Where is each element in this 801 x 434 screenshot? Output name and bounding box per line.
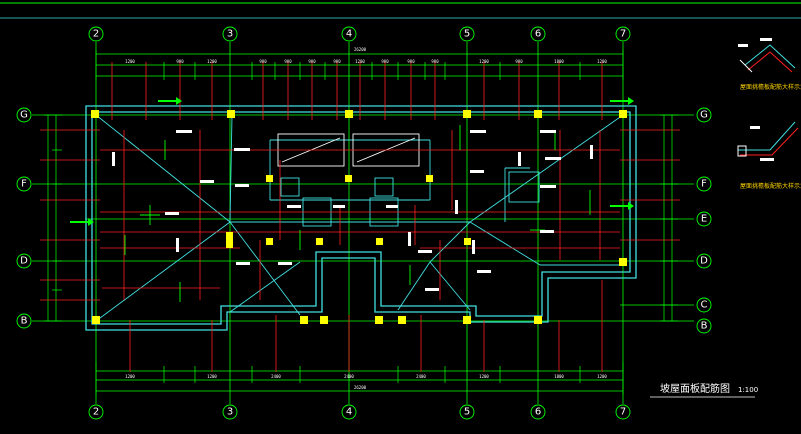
svg-text:1800: 1800	[554, 59, 564, 64]
svg-text:1800: 1800	[554, 374, 564, 379]
grid-lines-vertical	[95, 42, 624, 404]
svg-text:1200: 1200	[479, 59, 489, 64]
svg-text:1200: 1200	[597, 374, 607, 379]
svg-text:1200: 1200	[597, 59, 607, 64]
grid-bubbles-right	[696, 107, 712, 334]
eave-detail-2	[737, 121, 799, 161]
grid-label-left-B: B	[21, 316, 28, 327]
grid-bubbles-left	[16, 107, 32, 329]
grid-label-top-6: 6	[535, 29, 541, 40]
grid-label-right-D: D	[700, 256, 708, 267]
grid-label-left-G: G	[20, 110, 28, 121]
overall-dimension-top: 26200	[354, 47, 367, 52]
svg-text:2400: 2400	[416, 374, 426, 379]
support-marks	[124, 125, 591, 302]
roof-ridge-lines	[95, 114, 624, 322]
svg-text:900: 900	[176, 59, 184, 64]
svg-text:1200: 1200	[207, 59, 217, 64]
eave-detail-1-caption: 屋面挑檐板配筋大样示意	[740, 83, 801, 91]
svg-text:900: 900	[308, 59, 316, 64]
grid-label-top-3: 3	[227, 29, 233, 40]
svg-text:900: 900	[515, 59, 523, 64]
grid-label-bottom-5: 5	[464, 407, 470, 418]
dimension-chain-bottom	[95, 362, 624, 395]
grid-label-right-B: B	[701, 321, 708, 332]
svg-text:1200: 1200	[207, 374, 217, 379]
svg-text:1200: 1200	[479, 374, 489, 379]
grid-label-top-5: 5	[464, 29, 470, 40]
rebar-lines	[100, 130, 620, 300]
grid-label-left-D: D	[20, 256, 28, 267]
svg-text:2400: 2400	[344, 374, 354, 379]
slope-arrows	[70, 97, 634, 226]
grid-label-top-4: 4	[346, 29, 352, 40]
bottom-tick-labels: 1200 1200 2400 2400 2400 1200 1800 1200	[125, 374, 607, 379]
overall-dimension-bottom: 26200	[354, 385, 367, 390]
dimension-chain-right	[660, 114, 678, 322]
grid-label-bottom-7: 7	[620, 407, 626, 418]
grid-bubbles-top	[88, 26, 631, 42]
grid-labels-top: 2 3 4 5 6 7	[93, 29, 626, 40]
svg-text:1200: 1200	[125, 374, 135, 379]
drawing-title: 坡屋面板配筋图	[660, 382, 730, 395]
chimney-boxes	[280, 171, 540, 227]
grid-labels-bottom: 2 3 4 5 6 7	[93, 407, 626, 418]
svg-text:2400: 2400	[271, 374, 281, 379]
grid-label-bottom-6: 6	[535, 407, 541, 418]
svg-text:900: 900	[407, 59, 415, 64]
grid-label-top-2: 2	[93, 29, 99, 40]
eave-detail-2-caption: 屋面挑檐板配筋大样示意	[740, 182, 801, 190]
grid-label-right-G: G	[700, 110, 708, 121]
grid-label-bottom-2: 2	[93, 407, 99, 418]
annotation-tags	[112, 130, 593, 291]
grid-label-right-F: F	[701, 179, 707, 190]
slab-outline	[85, 105, 637, 331]
svg-text:900: 900	[381, 59, 389, 64]
svg-text:1200: 1200	[355, 59, 365, 64]
grid-label-right-C: C	[701, 300, 708, 311]
svg-text:900: 900	[333, 59, 341, 64]
drawing-scale: 1:100	[738, 386, 758, 394]
svg-text:900: 900	[259, 59, 267, 64]
eave-detail-1	[738, 38, 796, 73]
grid-label-left-F: F	[21, 179, 27, 190]
grid-label-top-7: 7	[620, 29, 626, 40]
grid-label-bottom-4: 4	[346, 407, 352, 418]
svg-text:900: 900	[431, 59, 439, 64]
svg-text:1200: 1200	[125, 59, 135, 64]
dimension-chain-left	[44, 114, 62, 322]
dimension-chain-top	[95, 50, 624, 80]
columns	[91, 110, 627, 324]
grid-labels-right: G F E D C B	[700, 110, 708, 332]
rebar-ticks	[40, 62, 680, 372]
grid-label-bottom-3: 3	[227, 407, 233, 418]
grid-labels-left: G F D B	[20, 110, 28, 327]
svg-text:900: 900	[284, 59, 292, 64]
top-tick-labels: 1200 900 1200 900 900 900 900 1200 900 900 900 1…	[125, 59, 607, 64]
grid-label-right-E: E	[701, 214, 707, 225]
grid-bubbles-bottom	[88, 404, 631, 420]
grid-lines-horizontal	[32, 114, 694, 322]
